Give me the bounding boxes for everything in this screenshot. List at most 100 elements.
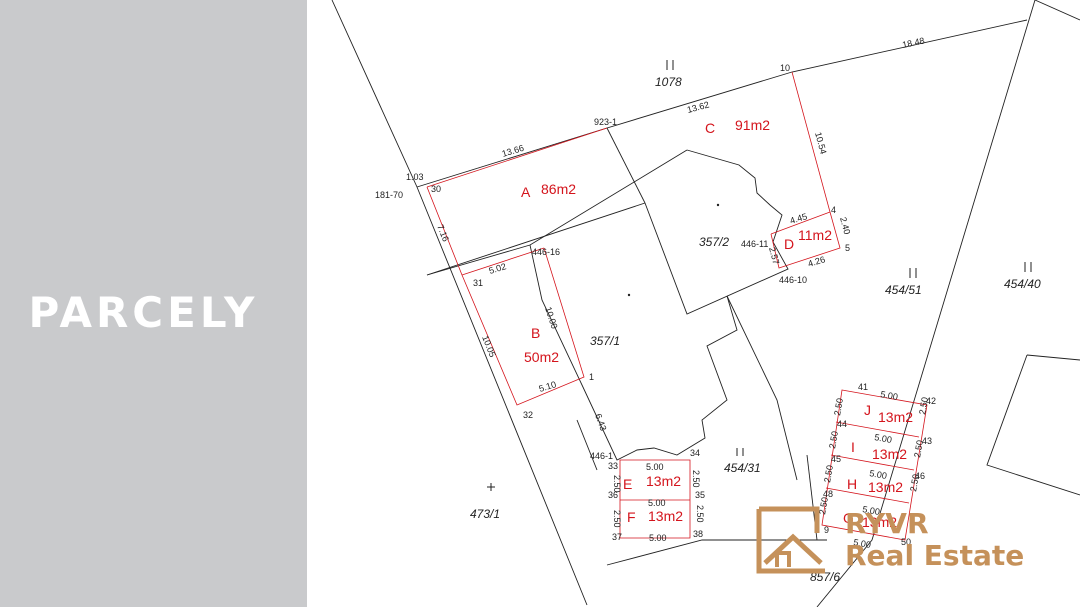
- dimension: 10.54: [813, 131, 828, 155]
- logo-line-1: RYVR: [845, 507, 929, 540]
- point-marker: [627, 293, 631, 297]
- zone-a-letter: A: [521, 184, 531, 200]
- dimension: 2.57: [767, 246, 781, 266]
- point-number: 46: [915, 471, 925, 481]
- point-number: 446-11: [741, 239, 768, 249]
- zone-f-letter: F: [627, 509, 636, 525]
- point-number: 31: [473, 278, 483, 288]
- point-number: 34: [690, 448, 700, 458]
- point-number: 446-10: [779, 275, 807, 285]
- dimension: 2.50: [612, 510, 622, 528]
- dimension: 2.50: [912, 439, 925, 458]
- dimension: 2.50: [691, 470, 701, 488]
- markers: [487, 60, 1032, 491]
- parcel-boundaries: [331, 0, 1080, 607]
- zone-b-letter: B: [531, 325, 540, 341]
- point-marker: [716, 203, 720, 207]
- point-number: 5: [845, 243, 850, 253]
- point-number: 35: [695, 490, 705, 500]
- parcel-ids: 1078 357/1 357/2 454/51 454/40 454/31 47…: [470, 75, 1041, 584]
- dimension: 2.50: [817, 496, 830, 515]
- dimension: 7.16: [435, 223, 451, 243]
- point-number: 446-16: [532, 247, 560, 257]
- dimension: 5.00: [853, 537, 872, 550]
- logo-line-2: Real Estate: [845, 539, 1025, 572]
- zone-g-area: 13m2: [862, 514, 897, 530]
- point-number: 37: [612, 532, 622, 542]
- zone-e-area: 13m2: [646, 473, 681, 489]
- dimension: 1.03: [406, 172, 424, 182]
- dimension: 5.00: [648, 498, 666, 508]
- dimension: 2.50: [827, 430, 840, 449]
- point-number: 923-1: [594, 117, 617, 127]
- point-number: 36: [608, 490, 618, 500]
- zone-h-area: 13m2: [868, 479, 903, 495]
- point-number: 33: [608, 461, 618, 471]
- dimension: 18.48: [901, 35, 925, 49]
- point-number: 4: [831, 205, 836, 215]
- point-number: 48: [823, 489, 833, 499]
- zone-i-area: 13m2: [872, 446, 907, 462]
- point-number: 44: [837, 419, 847, 429]
- point-number: 32: [523, 410, 533, 420]
- point-number: 1: [589, 372, 594, 382]
- zone-d-area: 11m2: [798, 227, 832, 243]
- dimension: 10.00: [543, 306, 559, 331]
- dimension: 5.10: [538, 379, 558, 394]
- parcel-id: 357/1: [590, 334, 620, 348]
- sidebar-panel: PARCELY: [0, 0, 307, 607]
- zone-e-letter: E: [623, 476, 632, 492]
- zone-labels: A 86m2 B 50m2 C 91m2 D 11m2 E 13m2 F 13m…: [521, 117, 913, 530]
- dimension: 4.26: [807, 254, 827, 269]
- parcel-id: 357/2: [699, 235, 729, 249]
- zone-outlines: [426, 71, 928, 541]
- dimension: 2.50: [612, 475, 622, 493]
- zone-c-letter: C: [705, 120, 715, 136]
- dimension: 5.00: [869, 468, 888, 481]
- dimension: 5.00: [874, 432, 893, 445]
- point-number: 41: [858, 382, 868, 392]
- zone-c-area: 91m2: [735, 117, 770, 133]
- zone-i-letter: I: [851, 439, 855, 455]
- dimension: 4.45: [789, 211, 809, 226]
- point-number: 446-1: [590, 451, 613, 461]
- dimension: 5.00: [880, 389, 899, 402]
- house-logo-icon: [756, 506, 825, 574]
- dimension: 13.66: [501, 143, 525, 159]
- ryvr-logo: RYVR Real Estate: [755, 505, 1055, 575]
- dimension: 2.50: [822, 464, 835, 483]
- point-numbers: 181-70 923-1 10 30 31 32 1 446-16 446-11…: [375, 63, 936, 547]
- cadastral-map: 1078 357/1 357/2 454/51 454/40 454/31 4 7…: [331, 0, 1080, 607]
- zone-a-area: 86m2: [541, 181, 576, 197]
- zone-g-letter: G: [843, 510, 854, 526]
- dimension: 5.00: [862, 504, 881, 517]
- dimension: 2.50: [908, 473, 921, 492]
- zone-h-letter: H: [847, 476, 857, 492]
- zone-d-letter: D: [784, 236, 794, 252]
- dimension: 2.40: [838, 216, 852, 236]
- dimension: 2.50: [832, 397, 845, 416]
- dimension: 5.02: [488, 261, 508, 276]
- dimension: 5.00: [649, 533, 667, 543]
- point-number: 30: [431, 184, 441, 194]
- zone-j-letter: J: [864, 402, 871, 418]
- point-number: 181-70: [375, 190, 403, 200]
- page-title: PARCELY: [28, 288, 259, 337]
- dimension: 13.62: [686, 99, 710, 114]
- dimension: 6.43: [593, 412, 608, 432]
- zone-j-area: 13m2: [878, 409, 913, 425]
- point-number: 50: [901, 537, 911, 547]
- zone-f-area: 13m2: [648, 508, 683, 524]
- parcel-id: 1078: [655, 75, 682, 89]
- zone-b-area: 50m2: [524, 349, 559, 365]
- point-number: 43: [922, 436, 932, 446]
- point-number: 38: [693, 529, 703, 539]
- dimension: 2.50: [695, 505, 705, 523]
- dimension: 5.00: [646, 462, 664, 472]
- point-number: 45: [831, 454, 841, 464]
- parcel-id: 454/31: [724, 461, 761, 475]
- point-number: 10: [780, 63, 790, 73]
- dimension: 10.05: [480, 334, 498, 359]
- parcel-id: 454/40: [1004, 277, 1041, 291]
- parcel-id: 454/51: [885, 283, 922, 297]
